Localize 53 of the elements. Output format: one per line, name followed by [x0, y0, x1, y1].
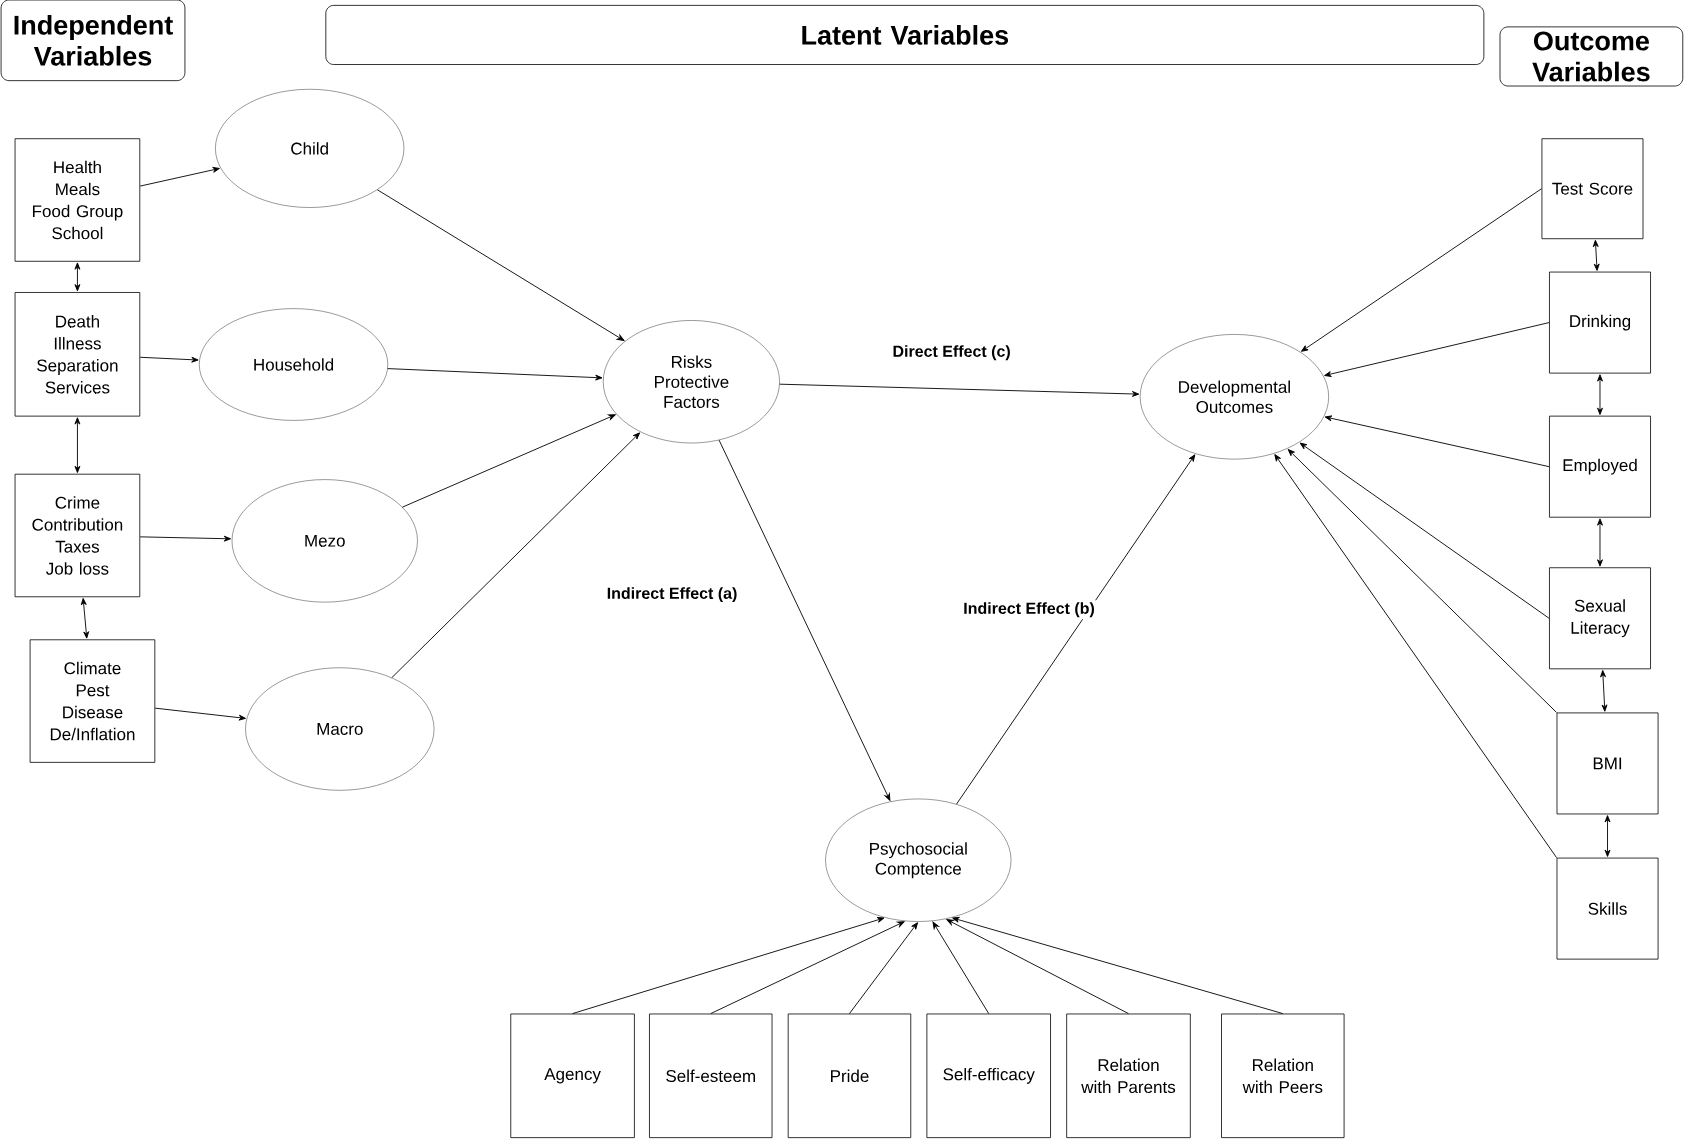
- arrow: [74, 417, 81, 473]
- variable-box: Crime Contribution Taxes Job loss: [14, 473, 141, 598]
- variable-box: Pride: [787, 1013, 912, 1139]
- arrow: [391, 432, 641, 679]
- variable-box: Sexual Literacy: [1549, 567, 1651, 670]
- arrow: [849, 922, 918, 1015]
- variable-box: BMI: [1556, 712, 1659, 815]
- arrow: [376, 189, 625, 341]
- arrow: [387, 368, 603, 381]
- arrow: [139, 166, 220, 187]
- arrow: [1604, 815, 1611, 857]
- header-box: Latent Variables: [325, 4, 1485, 65]
- arrow: [1299, 442, 1550, 619]
- arrow: [402, 414, 616, 508]
- variable-box: Agency: [510, 1013, 635, 1139]
- variable-box: Self-efficacy: [926, 1013, 1051, 1139]
- edge-label: Indirect Effect (a): [604, 585, 740, 605]
- arrow: [1597, 518, 1603, 567]
- arrow: [572, 917, 885, 1015]
- edge-label: Indirect Effect (b): [961, 600, 1097, 620]
- variable-box: Death Illness Separation Services: [14, 292, 141, 417]
- arrow: [1274, 454, 1558, 859]
- arrow: [139, 535, 232, 542]
- arrow: [154, 707, 246, 721]
- arrow: [1600, 670, 1608, 712]
- arrow: [718, 439, 891, 801]
- variable-box: Relation with Parents: [1066, 1013, 1191, 1139]
- variable-box: Self-esteem: [649, 1013, 773, 1139]
- variable-box: Employed: [1549, 415, 1651, 518]
- arrow: [779, 383, 1140, 397]
- arrow: [952, 916, 1284, 1015]
- arrow: [74, 262, 81, 292]
- header-box: Outcome Variables: [1499, 26, 1684, 87]
- arrow: [932, 921, 990, 1015]
- arrow: [1324, 415, 1550, 468]
- edge-label: Direct Effect (c): [890, 343, 1013, 363]
- arrow: [710, 921, 905, 1015]
- arrow: [139, 356, 199, 363]
- header-box: Independent Variables: [0, 0, 186, 82]
- variable-box: Test Score: [1541, 138, 1644, 240]
- variable-box: Health Meals Food Group School: [14, 138, 141, 262]
- arrow: [1592, 239, 1600, 271]
- variable-box: Skills: [1556, 857, 1659, 960]
- arrow: [80, 597, 90, 639]
- arrow: [1324, 322, 1550, 377]
- variable-box: Climate Pest Disease De/Inflation: [29, 639, 156, 763]
- arrow: [946, 919, 1129, 1015]
- variable-box: Relation with Peers: [1221, 1013, 1345, 1139]
- variable-box: Drinking: [1549, 271, 1651, 374]
- arrow: [1287, 449, 1558, 713]
- arrow: [1301, 188, 1542, 352]
- arrow: [1597, 374, 1603, 415]
- arrow: [956, 454, 1196, 805]
